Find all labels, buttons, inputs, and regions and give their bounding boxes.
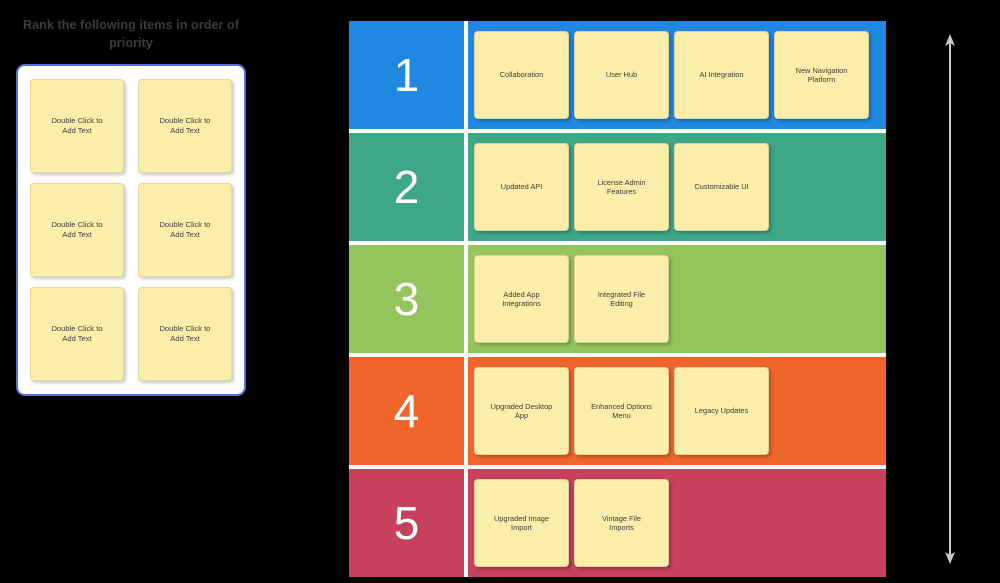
palette-sticky-note[interactable]: Double Click to Add Text [30,287,124,381]
rank-column-divider [464,245,468,353]
ranking-card[interactable]: Enhanced Options Menu [574,367,669,455]
ranking-row: 1 Collaboration User Hub AI Integration New … [349,21,886,129]
palette-sticky-note-label: Double Click to Add Text [159,116,211,135]
rank-column-divider [464,133,468,241]
palette-sticky-note-label: Double Click to Add Text [159,324,211,343]
ranking-card-label: Collaboration [499,70,544,80]
ranking-card[interactable]: License Admin Features [574,143,669,231]
palette-sticky-note-label: Double Click to Add Text [51,116,103,135]
ranking-card[interactable]: Vintage File Imports [574,479,669,567]
double-arrow-icon [945,34,955,564]
ranking-card[interactable]: Customizable UI [674,143,769,231]
palette-sticky-note[interactable]: Double Click to Add Text [138,79,232,173]
ranking-row: 4 Upgraded Desktop App Enhanced Options Me… [349,357,886,465]
palette-sticky-note-label: Double Click to Add Text [51,324,103,343]
rank-number-label: 5 [393,497,420,549]
ranking-card[interactable]: Updated API [474,143,569,231]
palette-sticky-note[interactable]: Double Click to Add Text [138,183,232,277]
palette-sticky-note-label: Double Click to Add Text [159,220,211,239]
rank-number-label: 3 [393,273,420,325]
rank-column-divider [464,357,468,465]
rank-number-cell: 4 [349,357,464,465]
ranking-card-label: Legacy Updates [694,406,749,416]
ranking-row: 2 Updated API License Admin Features Custom… [349,133,886,241]
ranking-row: 3 Added App Integrations Integrated File E… [349,245,886,353]
priority-direction-arrow [935,32,965,566]
ranking-card-label: Added App Integrations [502,289,541,309]
palette-sticky-note[interactable]: Double Click to Add Text [30,183,124,277]
ranking-card[interactable]: Collaboration [474,31,569,119]
ranking-card-label: License Admin Features [597,177,646,197]
ranking-card[interactable]: User Hub [574,31,669,119]
ranking-card-label: Updated API [500,182,543,192]
ranking-card-label: AI Integration [699,70,744,80]
rank-items-cell: Collaboration User Hub AI Integration New N… [468,21,886,129]
ranking-row: 5 Upgraded Image Import Vintage File Impor… [349,469,886,577]
ranking-card[interactable]: Integrated File Editing [574,255,669,343]
ranking-card[interactable]: AI Integration [674,31,769,119]
rank-number-cell: 2 [349,133,464,241]
palette-title: Rank the following items in order of pri… [22,18,240,50]
ranking-card-label: Customizable UI [694,182,749,192]
rank-items-cell: Updated API License Admin Features Customi… [468,133,886,241]
rank-items-cell: Upgraded Image Import Vintage File Import… [468,469,886,577]
rank-column-divider [464,469,468,577]
ranking-card[interactable]: New Navigation Platform [774,31,869,119]
rank-items-cell: Added App Integrations Integrated File Ed… [468,245,886,353]
palette-sticky-note-label: Double Click to Add Text [51,220,103,239]
rank-number-label: 4 [393,385,420,437]
ranking-card-label: User Hub [605,70,638,80]
ranking-card[interactable]: Added App Integrations [474,255,569,343]
rank-number-cell: 1 [349,21,464,129]
palette-sticky-note[interactable]: Double Click to Add Text [138,287,232,381]
ranking-card-label: Upgraded Desktop App [490,401,553,421]
ranking-card-label: Integrated File Editing [597,289,646,309]
palette-sticky-note[interactable]: Double Click to Add Text [30,79,124,173]
rank-number-label: 2 [393,161,420,213]
rank-number-cell: 3 [349,245,464,353]
rank-column-divider [464,21,468,129]
ranking-card[interactable]: Upgraded Desktop App [474,367,569,455]
ranking-card-label: Upgraded Image Import [493,513,550,533]
rank-items-cell: Upgraded Desktop App Enhanced Options Men… [468,357,886,465]
ranking-table: 1 Collaboration User Hub AI Integration New … [349,21,886,577]
ranking-card-label: Vintage File Imports [602,513,641,533]
ranking-card-label: Enhanced Options Menu [591,401,652,421]
rank-number-label: 1 [393,49,420,101]
ranking-card[interactable]: Legacy Updates [674,367,769,455]
ranking-card[interactable]: Upgraded Image Import [474,479,569,567]
rank-number-cell: 5 [349,469,464,577]
ranking-card-label: New Navigation Platform [795,65,848,85]
